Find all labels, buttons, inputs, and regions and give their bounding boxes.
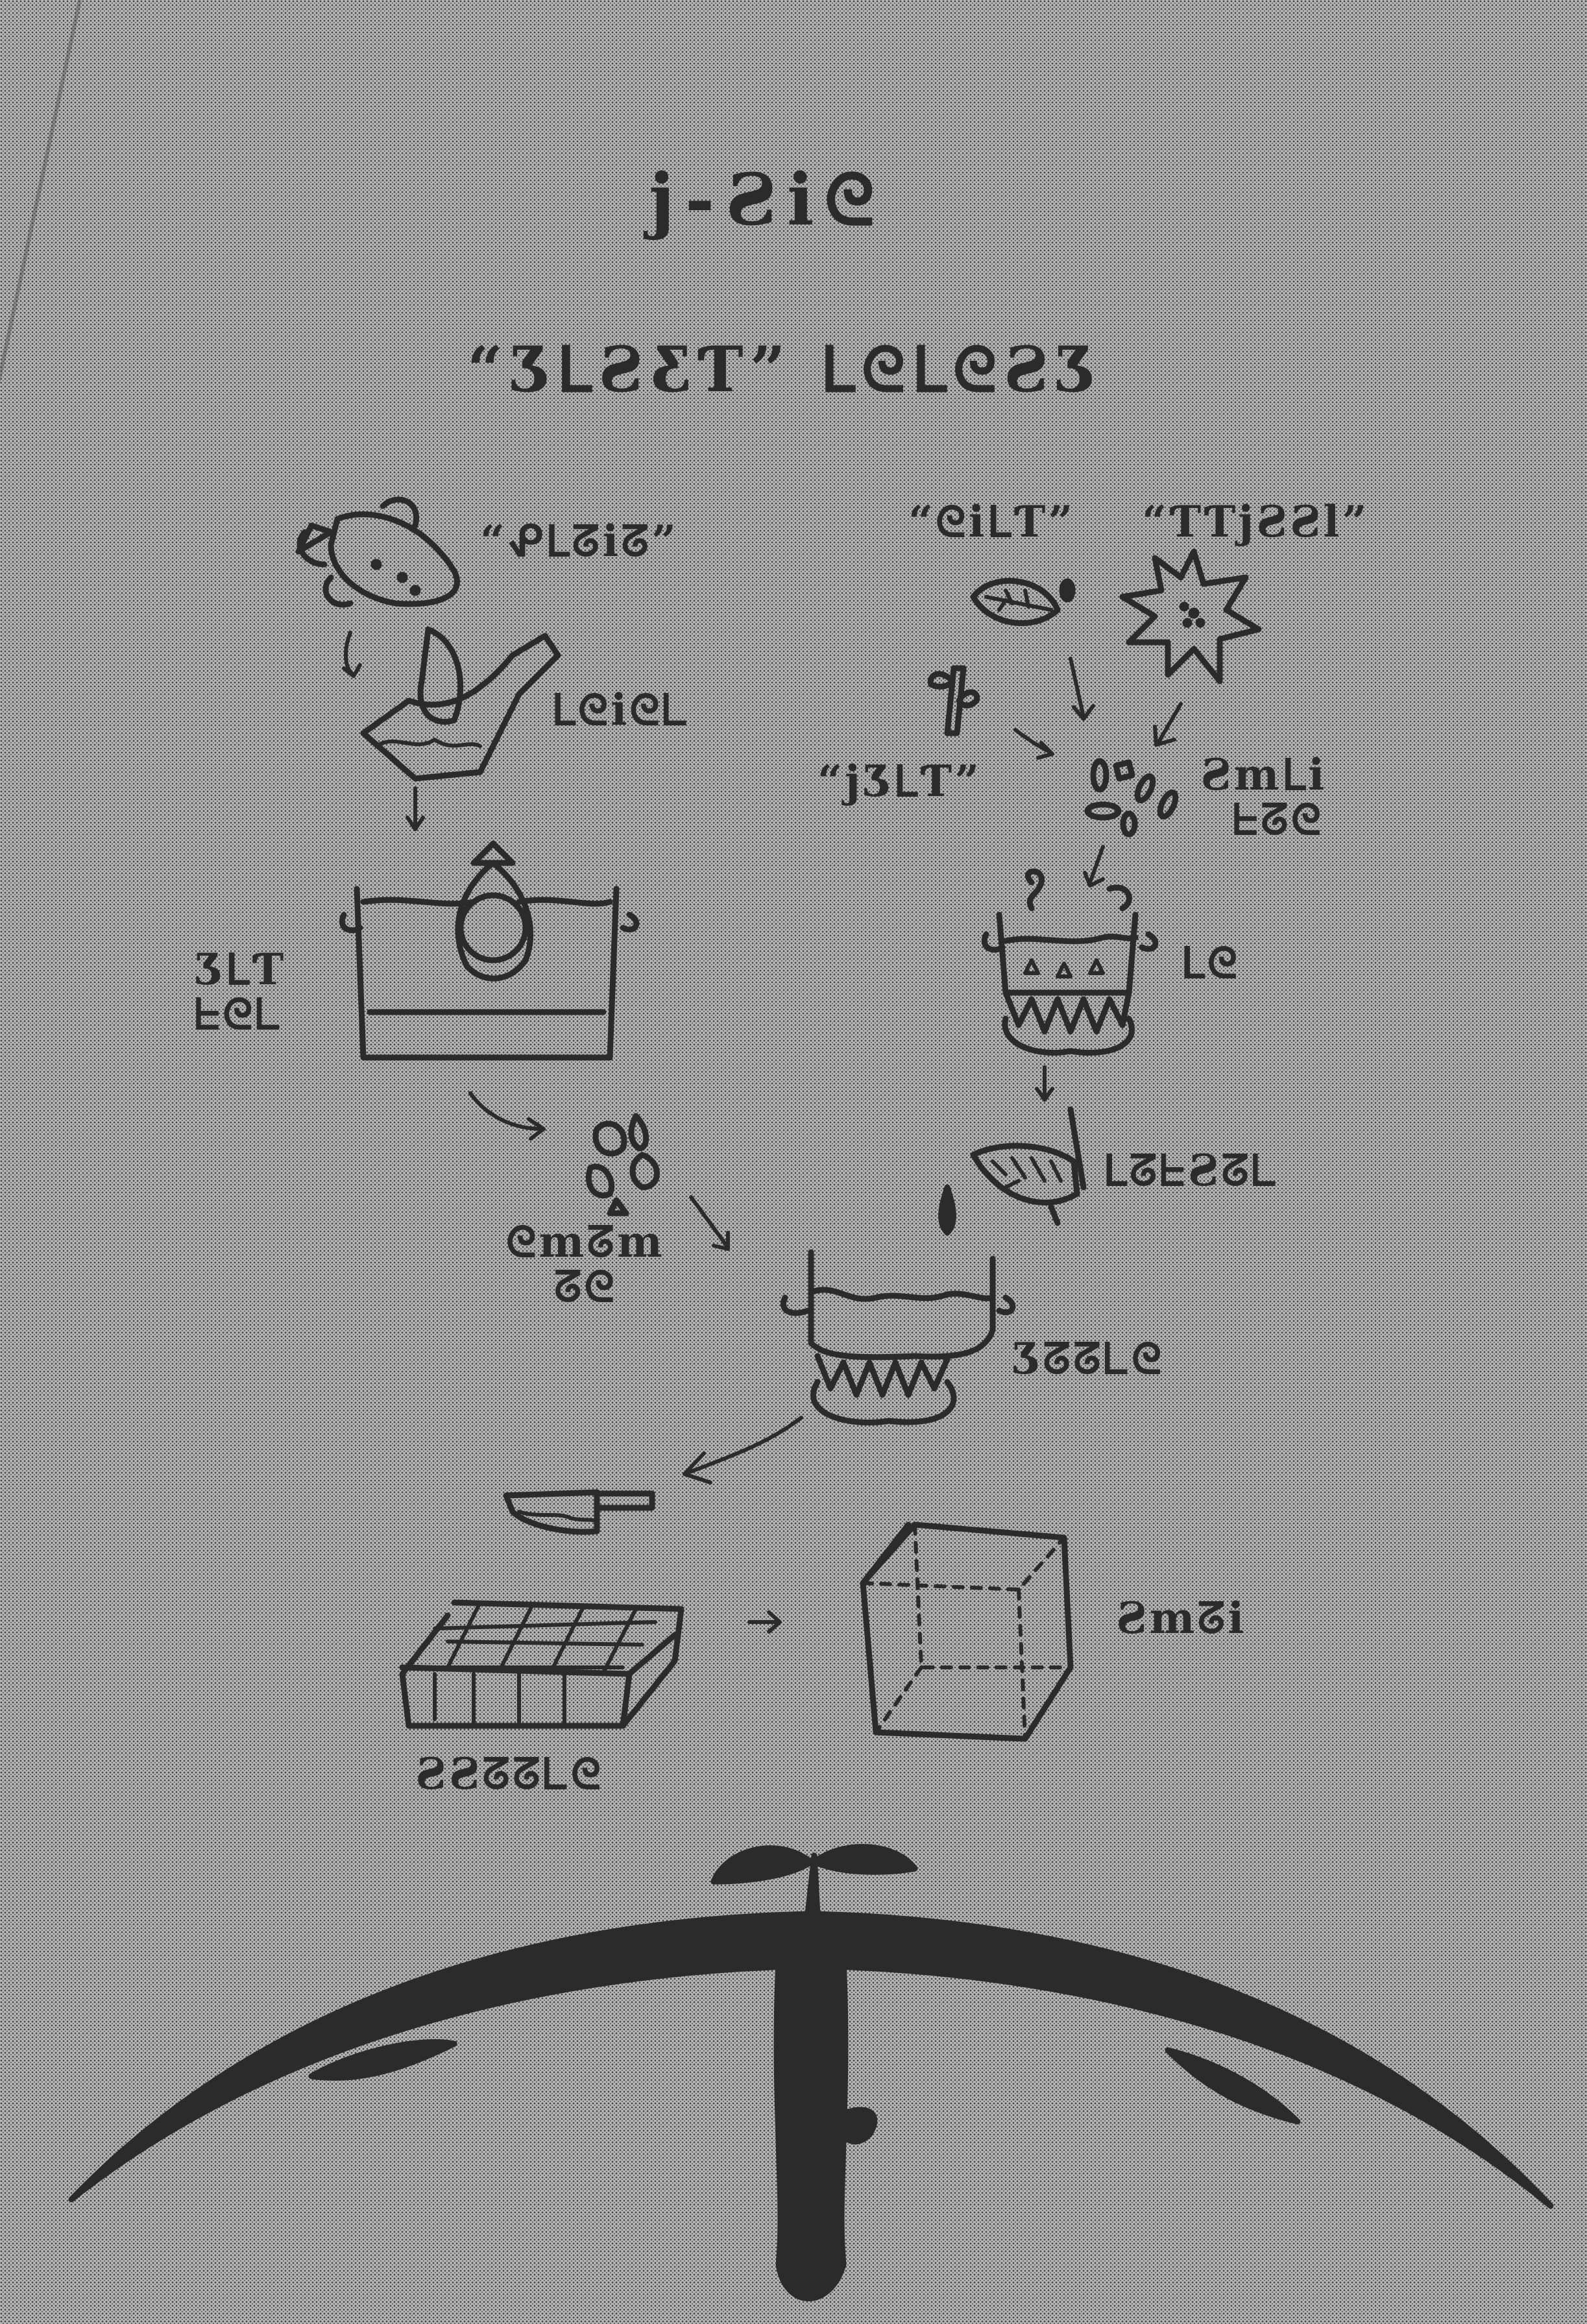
step-label-mash-line1: ᘓmᘔm [506, 1216, 665, 1267]
step-label-soak: ƷᒪƬ ᖶᘓᒪ [195, 947, 286, 1037]
ingredient-label-leaf: “ᘓiᒪƬ” [908, 496, 1076, 547]
ingredient-label-spiky-fruit: “ƬƬjƧƧl” [1142, 496, 1370, 547]
arrow-right-icon [1013, 728, 1054, 760]
step-label-boil: ᒪᘓ [1181, 938, 1241, 988]
sprig-icon [927, 665, 980, 736]
cube-block-icon [860, 1521, 1074, 1742]
pot-with-bag-icon [339, 840, 640, 1061]
result-label: Ƨmᘔi [1116, 1593, 1247, 1643]
arrow-down-left-icon [683, 1416, 803, 1484]
paper-crease [0, 0, 82, 572]
leaf-icon [970, 577, 1076, 626]
sliced-tray-icon [399, 1599, 684, 1729]
strainer-icon [970, 1106, 1087, 1226]
step-label-grind: Ƨmᒪi ᖶᘔᘓ [1200, 749, 1327, 845]
chopped-pieces-icon [1084, 758, 1179, 838]
knife-icon [503, 1489, 655, 1535]
sweet-potato-icon [295, 496, 460, 608]
cooking-pot-icon [781, 1249, 1016, 1425]
step-label-cook: Ʒᘔᘔᒪᘓ [1012, 1333, 1165, 1384]
globe-sprout-icon [68, 1844, 1554, 2301]
ingredient-label-sweet-potato: “ᕵᒪᘔiᘔ” [480, 516, 679, 566]
mashed-pieces-icon [585, 1113, 660, 1216]
step-label-soak-line2: ᖶᘓᒪ [195, 989, 284, 1040]
step-label-strain: ᒪᘔᖶƧᘔᒪ [1103, 1145, 1279, 1196]
step-label-soak-line1: ƷᒪƬ [195, 944, 287, 995]
arrow-down-left-icon [1153, 702, 1183, 747]
step-label-grind-line2: ᖶᘔᘓ [1233, 794, 1324, 845]
spiky-fruit-icon [1119, 548, 1262, 684]
boiling-pot-icon [982, 868, 1159, 1056]
arrow-down-icon [1083, 845, 1105, 888]
peeler-icon [360, 626, 561, 782]
arrow-down-right-icon [689, 1195, 730, 1251]
step-label-mash-line2: ᘔᘓ [553, 1261, 617, 1313]
arrow-down-icon [406, 786, 425, 831]
arrow-down-icon [1035, 1065, 1054, 1102]
arrow-curved-icon [468, 1091, 546, 1141]
step-label-cut: ƧƧᘔᘔᒪᘓ [415, 1749, 604, 1799]
step-label-grind-line1: Ƨmᒪi [1200, 749, 1327, 800]
page-subtitle: “ƷᒪƧƸƬ” ᒪᘓᒪᘓƧƷ [467, 333, 1102, 406]
arrow-down-icon [1069, 657, 1095, 721]
ingredient-label-sprig: “jƷᒪƬ” [818, 756, 982, 806]
page-title: j-Ƨiᘓ [649, 158, 886, 241]
step-label-mash: ᘓmᘔm ᘔᘓ [506, 1216, 665, 1313]
arrow-right-icon [747, 1610, 782, 1634]
arrow-down-icon [342, 631, 362, 678]
step-label-peel: ᒪᘓiᘓᒪ [551, 684, 690, 735]
oil-drop-icon [938, 1184, 956, 1236]
